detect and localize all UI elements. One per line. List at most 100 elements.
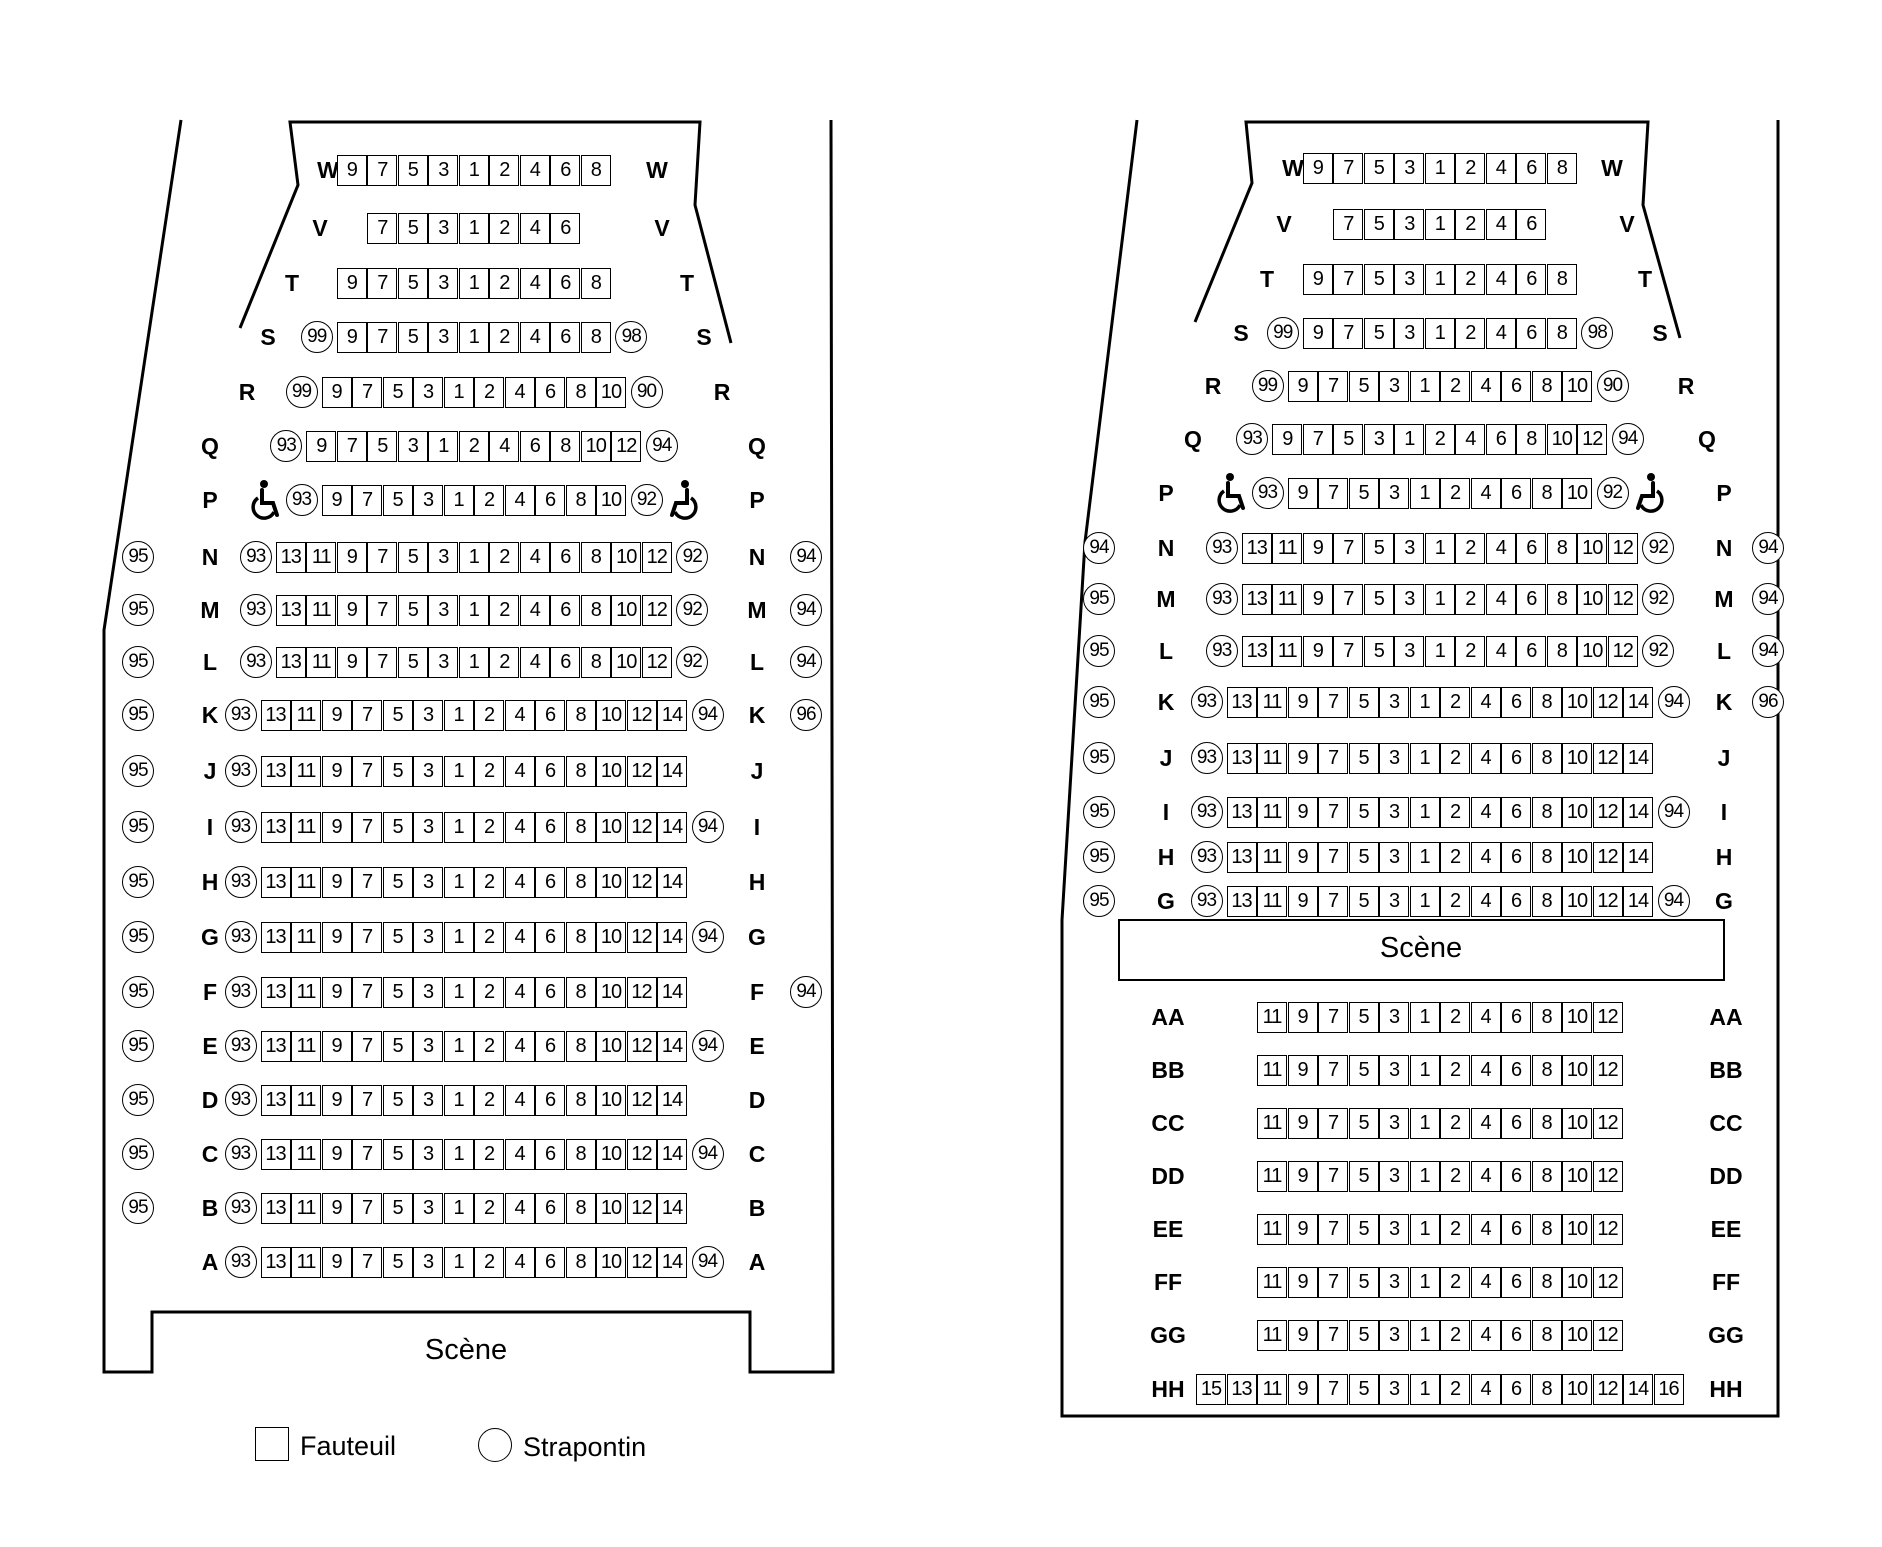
right-seat: 13 — [1226, 886, 1257, 917]
right-front-seat: 3 — [1379, 1267, 1409, 1298]
left-seat: 12 — [626, 867, 657, 898]
right-front-seat: 1 — [1409, 1161, 1440, 1192]
right-seat: 8 — [1546, 153, 1577, 184]
left-folding-seat: 92 — [676, 594, 709, 626]
right-seat: 8 — [1546, 318, 1577, 349]
right-row-label-left: S — [1233, 320, 1249, 346]
left-outer-folding-seat: 94 — [790, 646, 822, 678]
right-seat: 1 — [1409, 743, 1440, 774]
left-outer-folding-seat: 95 — [122, 976, 154, 1008]
right-front-seat: 9 — [1287, 1002, 1318, 1033]
right-seat: 10 — [1562, 371, 1592, 402]
left-seat: 7 — [352, 377, 382, 408]
left-row-label-right: L — [749, 649, 765, 675]
left-seat: 9 — [321, 1139, 352, 1170]
right-front-row-label-right: DD — [1709, 1163, 1743, 1189]
right-seat: 3 — [1363, 424, 1394, 455]
left-seat: 6 — [535, 1193, 565, 1224]
right-row-label-left: G — [1157, 888, 1175, 914]
right-front-seat: 10 — [1562, 1267, 1592, 1298]
left-seat: 12 — [641, 595, 672, 626]
left-seat: 6 — [519, 431, 550, 462]
right-seat: 5 — [1348, 743, 1379, 774]
right-front-seat: 10 — [1562, 1214, 1592, 1245]
right-front-seat: 7 — [1318, 1161, 1348, 1192]
right-seat: 3 — [1379, 743, 1409, 774]
right-seat: 5 — [1363, 318, 1394, 349]
left-folding-seat: 93 — [224, 1084, 257, 1116]
left-seat: 8 — [565, 1031, 596, 1062]
left-seat: 2 — [474, 1085, 504, 1116]
right-seat: 1 — [1424, 318, 1455, 349]
right-seat: 10 — [1577, 584, 1608, 615]
right-front-seat: 5 — [1348, 1108, 1379, 1139]
right-outer-folding-seat: 95 — [1083, 686, 1115, 718]
right-folding-seat: 99 — [1266, 317, 1299, 349]
left-seat: 9 — [336, 155, 367, 186]
left-seat: 6 — [535, 485, 565, 516]
right-front-seat: 4 — [1470, 1055, 1501, 1086]
right-front-seat: 13 — [1226, 1374, 1257, 1405]
left-seat: 3 — [413, 977, 443, 1008]
right-row-label-left: W — [1282, 155, 1304, 181]
right-stage-label: Scène — [1379, 932, 1463, 964]
left-outer-folding-seat: 95 — [122, 1138, 154, 1170]
left-seat: 8 — [565, 1193, 596, 1224]
left-seat: 7 — [367, 542, 398, 573]
right-row-label-left: I — [1162, 799, 1170, 825]
right-row-label-left: L — [1158, 638, 1174, 664]
right-folding-seat: 93 — [1190, 686, 1223, 718]
left-seat: 3 — [413, 1247, 443, 1278]
left-seat: 8 — [565, 867, 596, 898]
left-seat: 10 — [611, 647, 642, 678]
left-seat: 10 — [596, 1139, 626, 1170]
right-front-seat: 9 — [1287, 1374, 1318, 1405]
right-seat: 4 — [1485, 533, 1516, 564]
left-seat: 10 — [596, 1247, 626, 1278]
right-front-seat: 8 — [1531, 1374, 1562, 1405]
left-seat: 6 — [535, 922, 565, 953]
left-seat: 1 — [443, 867, 474, 898]
left-seat: 9 — [321, 1247, 352, 1278]
right-seat: 4 — [1485, 153, 1516, 184]
right-front-row-label-left: EE — [1152, 1216, 1184, 1242]
left-seat: 5 — [397, 647, 428, 678]
left-seat: 5 — [382, 867, 413, 898]
left-seat: 9 — [321, 756, 352, 787]
right-seat: 10 — [1562, 478, 1592, 509]
right-front-seat: 8 — [1531, 1214, 1562, 1245]
left-folding-seat: 93 — [224, 699, 257, 731]
left-seat: 3 — [413, 1139, 443, 1170]
wheelchair-icon — [244, 479, 284, 521]
right-row-label-right: H — [1715, 844, 1733, 870]
left-seat: 1 — [443, 377, 474, 408]
right-seat: 4 — [1470, 886, 1501, 917]
right-seat: 7 — [1333, 636, 1364, 667]
left-seat: 5 — [382, 922, 413, 953]
left-row-label-left: N — [201, 544, 219, 570]
right-seat: 5 — [1333, 424, 1364, 455]
left-seat: 3 — [413, 812, 443, 843]
left-outer-folding-seat: 95 — [122, 1192, 154, 1224]
right-row-label-right: T — [1637, 266, 1653, 292]
left-seat: 10 — [596, 1031, 626, 1062]
left-seat: 1 — [443, 1031, 474, 1062]
left-seat: 3 — [413, 377, 443, 408]
right-folding-seat: 90 — [1596, 370, 1629, 402]
left-seat: 13 — [275, 595, 306, 626]
right-seat: 14 — [1623, 687, 1653, 718]
right-front-seat: 14 — [1623, 1374, 1653, 1405]
left-seat: 7 — [352, 922, 382, 953]
right-seat: 3 — [1379, 886, 1409, 917]
right-front-seat: 2 — [1440, 1108, 1470, 1139]
left-seat: 7 — [352, 977, 382, 1008]
left-seat: 14 — [657, 977, 687, 1008]
left-row-label-left: S — [260, 324, 276, 350]
left-seat: 13 — [260, 1247, 291, 1278]
right-row-label-right: K — [1715, 689, 1733, 715]
right-row-label-left: R — [1204, 373, 1222, 399]
right-outer-folding-seat: 95 — [1083, 583, 1115, 615]
right-front-seat: 11 — [1257, 1002, 1287, 1033]
left-seat: 6 — [550, 647, 581, 678]
right-seat: 6 — [1516, 264, 1547, 295]
